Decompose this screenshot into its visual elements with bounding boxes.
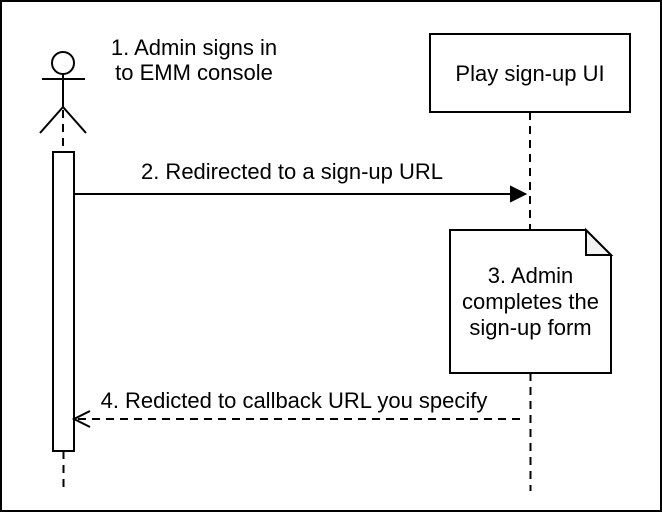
message-4-label: 4. Redicted to callback URL you specify: [100, 388, 488, 413]
message-2-arrowhead: [510, 185, 528, 203]
message-2-arrow: [74, 185, 528, 203]
message-4-return-arrow: [71, 410, 522, 428]
note-label: 3. Admin completes the sign-up form: [462, 262, 599, 340]
play-signup-ui-label: Play sign-up UI: [455, 60, 605, 86]
actor-figure: [39, 51, 87, 134]
note-shape: [449, 227, 614, 374]
message-4-open-arrowhead: [71, 410, 91, 428]
actor-leg-left: [39, 106, 64, 134]
actor-leg-right: [62, 106, 87, 134]
actor-step-label: 1. Admin signs in to EMM console: [110, 35, 278, 85]
note-body: [449, 229, 612, 374]
message-2-label: 2. Redirected to a sign-up URL: [140, 159, 444, 184]
actor-activation-bar: [52, 151, 75, 452]
play-signup-ui-box: [429, 33, 631, 113]
note-folded-corner: [585, 227, 614, 256]
